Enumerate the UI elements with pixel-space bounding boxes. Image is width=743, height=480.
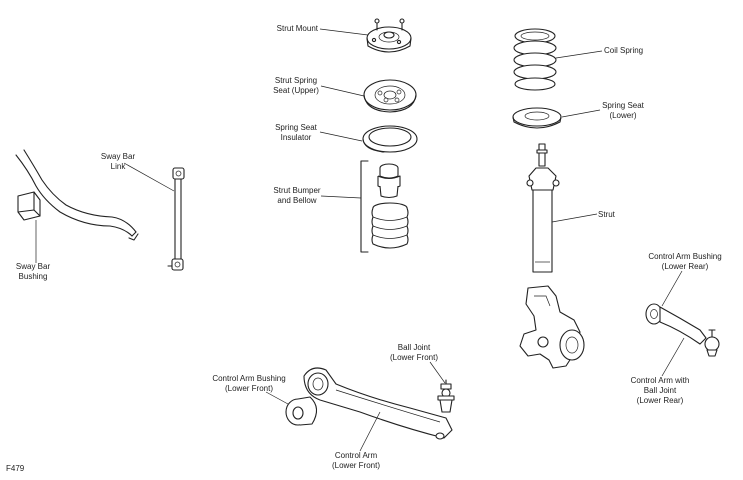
label-sway-bar-bushing: Sway Bar Bushing — [15, 262, 51, 281]
label-spring-seat-lower: Spring Seat (Lower) — [602, 101, 644, 120]
strut-drawing — [526, 143, 560, 273]
coil-spring-drawing — [513, 28, 557, 91]
label-strut-spring-seat-upper: Strut Spring Seat (Upper) — [273, 76, 319, 95]
figure-id: F479 — [6, 464, 25, 473]
control-arm-bushing-lower-front-drawing — [285, 396, 318, 426]
strut-mount-drawing — [366, 18, 412, 53]
label-control-arm-bushing-lower-rear: Control Arm Bushing (Lower Rear) — [648, 252, 722, 271]
control-arm-lower-front-drawing — [303, 367, 453, 440]
label-sway-bar-link: Sway Bar Link — [100, 152, 136, 171]
strut-spring-seat-upper-drawing — [363, 79, 417, 113]
label-spring-seat-insulator: Spring Seat Insulator — [275, 123, 317, 142]
label-control-arm-bushing-lower-front: Control Arm Bushing (Lower Front) — [212, 374, 286, 393]
label-control-arm-lower-front: Control Arm (Lower Front) — [331, 451, 380, 470]
spring-seat-insulator-drawing — [362, 125, 418, 153]
sway-bar-link-drawing — [167, 167, 185, 271]
spring-seat-lower-drawing — [512, 107, 562, 129]
label-strut: Strut — [598, 210, 615, 219]
control-arm-lower-rear-drawing — [645, 303, 720, 357]
label-strut-bumper-bellow: Strut Bumper and Bellow — [273, 186, 321, 205]
strut-bumper-bellow-drawing — [360, 160, 409, 253]
sway-bar-drawing — [15, 149, 139, 241]
label-ball-joint-lower-front: Ball Joint (Lower Front) — [389, 343, 438, 362]
label-control-arm-ball-joint-lower-rear: Control Arm with Ball Joint (Lower Rear) — [630, 376, 690, 405]
ball-joint-lower-front-drawing — [437, 379, 455, 413]
label-coil-spring: Coil Spring — [604, 46, 644, 55]
leader-lines — [35, 28, 685, 452]
label-strut-mount: Strut Mount — [276, 24, 318, 33]
steering-knuckle-drawing — [519, 285, 585, 369]
